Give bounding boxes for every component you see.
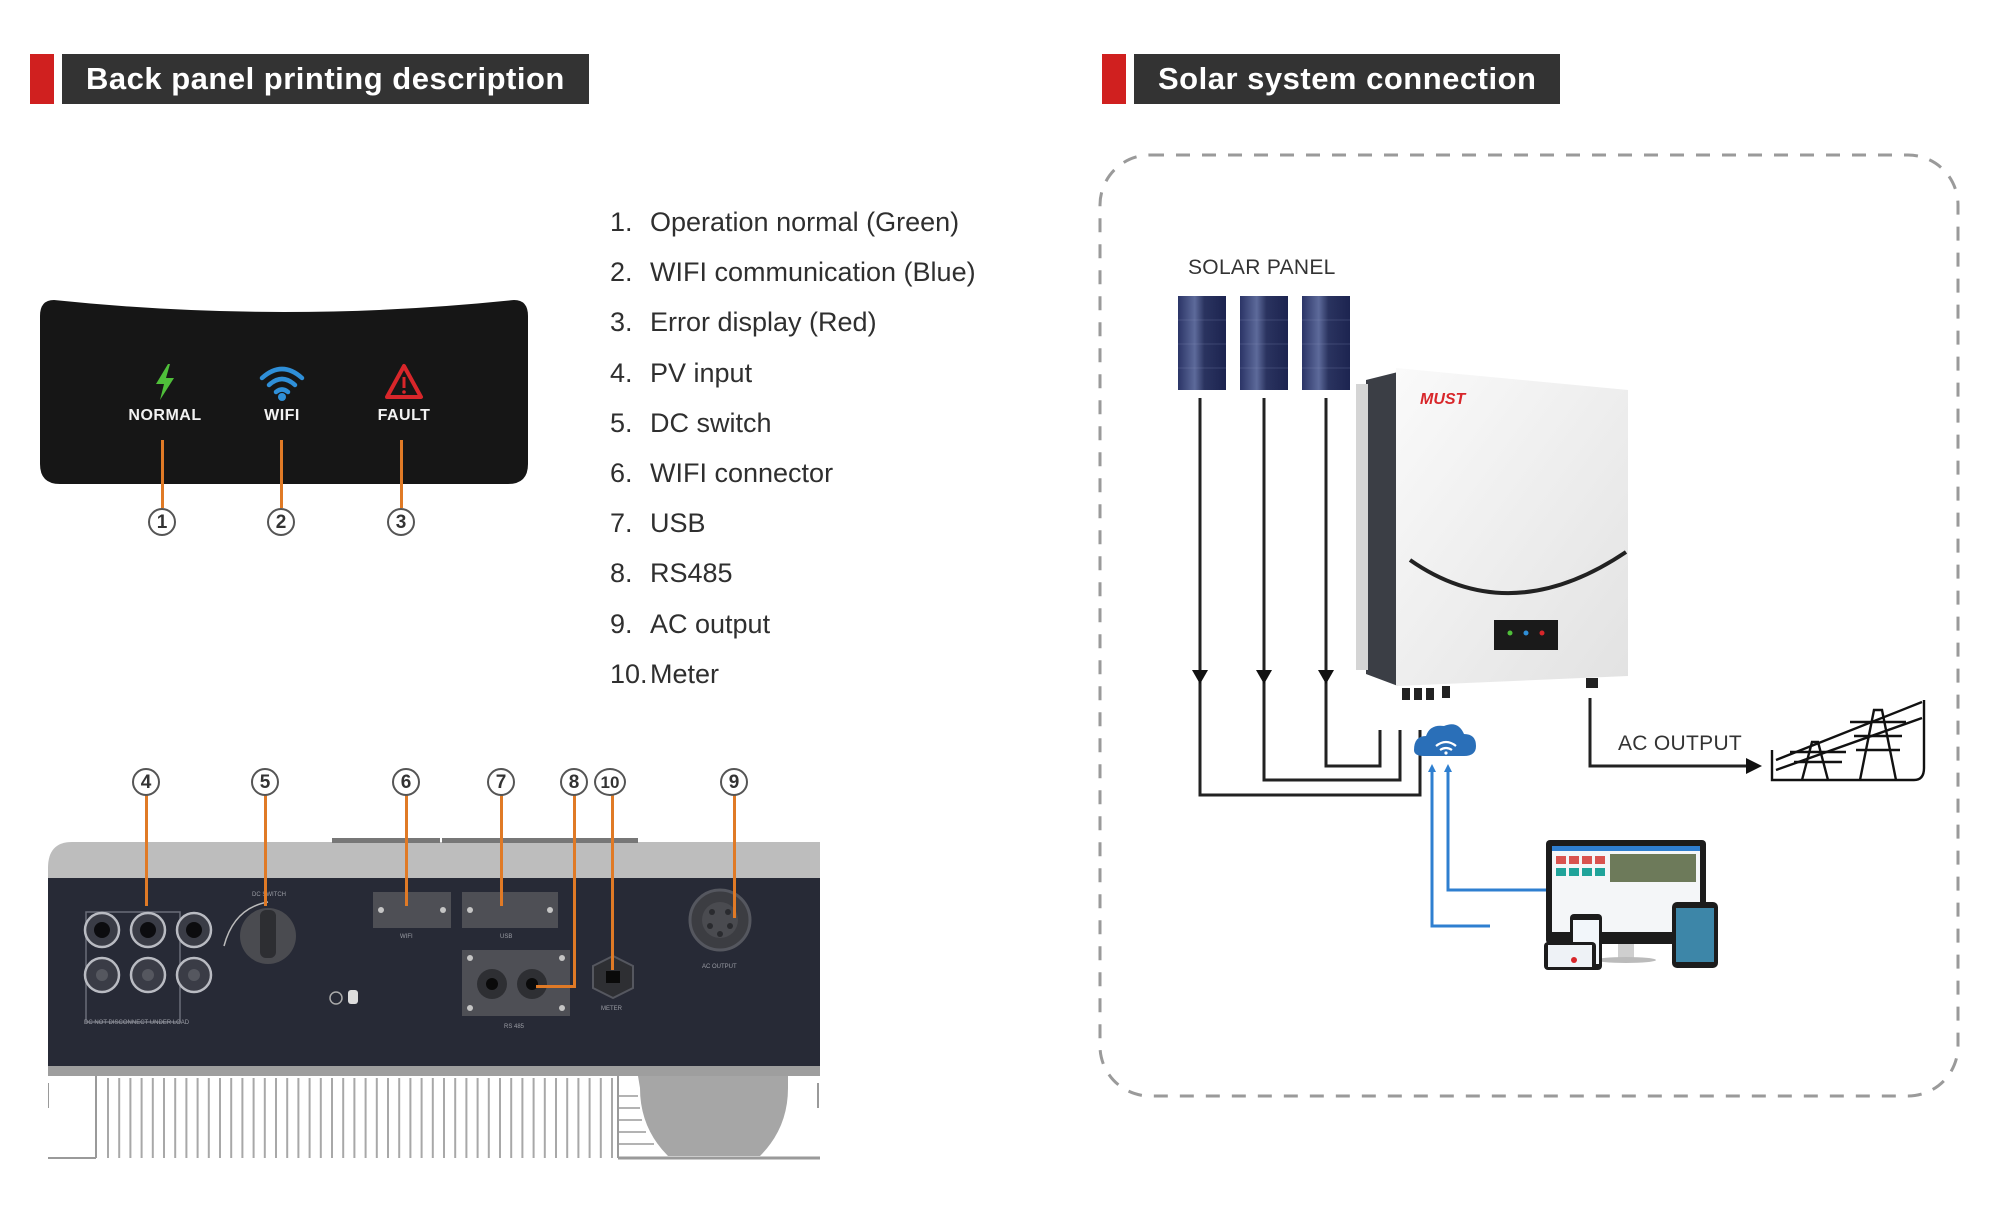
legend-item: 4.PV input: [610, 357, 753, 388]
callout-line: [500, 794, 503, 906]
power-grid-icon: [1770, 700, 1926, 782]
lightning-bolt-icon: [156, 364, 174, 400]
ac-output-label: AC OUTPUT: [1618, 732, 1743, 755]
system-diagram: MUST: [1178, 296, 1926, 970]
legend-item: 7.USB: [610, 508, 706, 539]
led-normal: NORMAL: [115, 362, 215, 425]
callout-line: [733, 794, 736, 918]
legend-item: 2.WIFI communication (Blue): [610, 257, 976, 288]
led-label: FAULT: [377, 407, 431, 424]
svg-text:DC NOT DISCONNECT UNDER LOAD: DC NOT DISCONNECT UNDER LOAD: [84, 1020, 190, 1026]
callout-line: [145, 794, 148, 906]
callout-number-2: 2: [267, 508, 295, 536]
callout-line: [573, 794, 576, 988]
inverter-back-panel: DC NOT DISCONNECT UNDER LOAD DC SWITCH W…: [48, 838, 820, 1162]
callout-number-1: 1: [148, 508, 176, 536]
inverter-brand-logo: MUST: [1420, 391, 1467, 408]
section-title: Back panel printing description: [62, 54, 589, 104]
solar-panel-icons: [1178, 296, 1350, 390]
led-indicator-panel: NORMAL WIFI FAULT: [40, 296, 528, 488]
monitoring-devices-icon: [1544, 840, 1718, 970]
section-title: Solar system connection: [1134, 54, 1561, 104]
led-fault: FAULT: [354, 362, 454, 425]
callout-number-4: 4: [132, 768, 160, 796]
callout-line: [611, 794, 614, 970]
header-accent-tab: [30, 54, 54, 104]
callout-line: [280, 440, 283, 508]
legend-list: 1.Operation normal (Green) 2.WIFI commun…: [610, 204, 976, 706]
callout-line: [405, 794, 408, 906]
led-wifi: WIFI: [232, 362, 332, 425]
callout-number-9: 9: [720, 768, 748, 796]
svg-text:METER: METER: [601, 1006, 623, 1012]
solar-panel-label: SOLAR PANEL: [1188, 256, 1336, 279]
callout-number-6: 6: [392, 768, 420, 796]
legend-item: 5.DC switch: [610, 407, 772, 438]
callout-number-8: 8: [560, 768, 588, 796]
callout-number-10: 10: [594, 768, 626, 796]
back-panel-drawing: DC NOT DISCONNECT UNDER LOAD DC SWITCH W…: [48, 838, 820, 1160]
led-label: NORMAL: [128, 407, 202, 424]
warning-triangle-icon: [385, 364, 423, 399]
legend-item: 8.RS485: [610, 558, 733, 589]
wifi-icon: [259, 366, 305, 401]
legend-item: 3.Error display (Red): [610, 307, 877, 338]
callout-line: [400, 440, 403, 508]
legend-item: 6.WIFI connector: [610, 457, 834, 488]
svg-text:AC OUTPUT: AC OUTPUT: [702, 964, 737, 970]
callout-number-5: 5: [251, 768, 279, 796]
svg-text:DC SWITCH: DC SWITCH: [252, 892, 286, 898]
system-diagram-frame: [1098, 153, 1960, 1098]
svg-text:USB: USB: [500, 934, 512, 940]
section-header-solar-connection: Solar system connection: [1102, 54, 1561, 104]
legend-item: 10.Meter: [610, 658, 720, 689]
led-label: WIFI: [264, 407, 300, 424]
callout-line: [264, 794, 267, 906]
callout-line: [536, 985, 576, 988]
callout-number-3: 3: [387, 508, 415, 536]
legend-item: 9.AC output: [610, 608, 771, 639]
svg-text:RS 485: RS 485: [504, 1024, 525, 1030]
header-accent-tab: [1102, 54, 1126, 104]
callout-line: [161, 440, 164, 508]
svg-text:WIFI: WIFI: [400, 934, 413, 940]
callout-number-7: 7: [487, 768, 515, 796]
legend-item: 1.Operation normal (Green): [610, 207, 960, 237]
section-header-back-panel: Back panel printing description: [30, 54, 589, 104]
cloud-wifi-icon: [1414, 724, 1476, 756]
inverter-icon: MUST: [1356, 368, 1628, 700]
